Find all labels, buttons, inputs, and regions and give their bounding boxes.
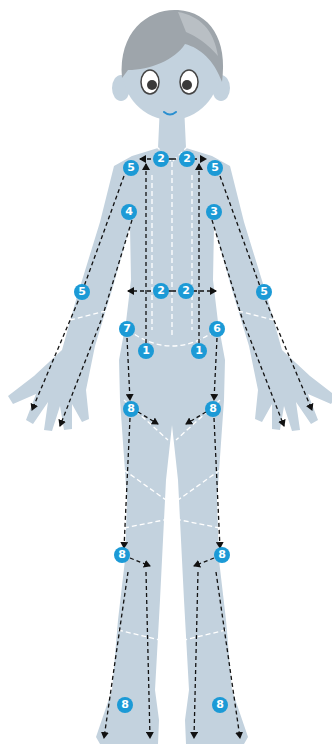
- hair: [122, 10, 223, 82]
- callout-number: 6: [209, 321, 225, 337]
- callout-number: 5: [74, 284, 90, 300]
- callout-number: 2: [179, 151, 195, 167]
- pupil: [147, 80, 157, 90]
- callout-number: 5: [256, 284, 272, 300]
- callout-number: 8: [212, 697, 228, 713]
- pupil: [182, 80, 192, 90]
- body-left: [8, 105, 172, 744]
- callout-number: 5: [123, 160, 139, 176]
- callout-number: 1: [138, 343, 154, 359]
- body-right: [172, 105, 332, 744]
- mouth: [164, 112, 176, 115]
- callout-number: 2: [153, 283, 169, 299]
- callout-number: 7: [119, 321, 135, 337]
- callout-number: 2: [153, 151, 169, 167]
- hair-streak: [178, 12, 218, 56]
- callout-number: 5: [207, 160, 223, 176]
- callout-number: 4: [121, 204, 137, 220]
- callout-number: 8: [205, 401, 221, 417]
- callout-number: 8: [214, 547, 230, 563]
- stroke-arrows: [32, 159, 312, 738]
- callout-number: 8: [123, 401, 139, 417]
- callout-number: 3: [206, 204, 222, 220]
- callout-number: 2: [178, 283, 194, 299]
- eye: [180, 70, 198, 94]
- callout-number: 8: [114, 547, 130, 563]
- guide-lines: [70, 146, 274, 640]
- eye: [141, 70, 159, 94]
- callout-number: 1: [191, 343, 207, 359]
- callout-number: 8: [117, 697, 133, 713]
